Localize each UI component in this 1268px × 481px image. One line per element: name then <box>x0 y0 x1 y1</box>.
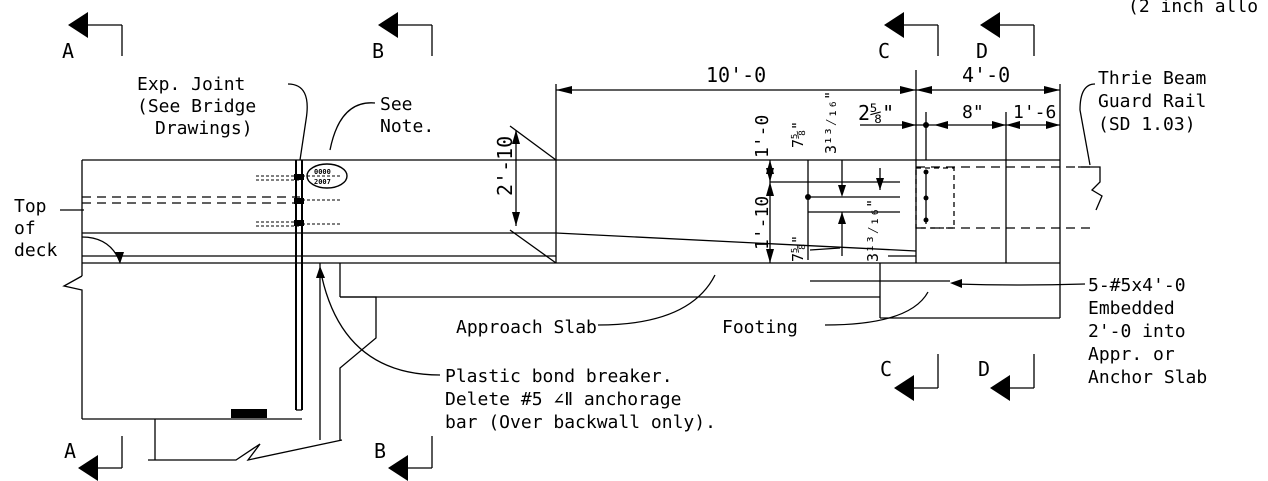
dim-4-0-label: 4'-0 <box>962 63 1010 87</box>
section-d-bottom-label: D <box>978 357 990 381</box>
dim-2-5-8-label: 2⅝" <box>858 101 894 125</box>
svg-text:Thrie Beam: Thrie Beam <box>1098 68 1206 89</box>
dim-10-0-label: 10'-0 <box>706 63 766 87</box>
section-b-bottom-label: B <box>374 439 386 463</box>
section-c-bottom-label: C <box>880 357 892 381</box>
dim-top-line: 10'-0 4'-0 <box>555 63 1061 160</box>
dim-2-10-label: 2'-10 <box>493 136 517 196</box>
svg-text:Drawings): Drawings) <box>155 118 253 139</box>
dim-1-0-label: 1'-0 <box>752 115 773 158</box>
thrie-beam-label: Thrie Beam Guard Rail (SD 1.03) <box>1098 68 1206 135</box>
dim-3-13-16-bottom-label: 3¹³⁄₁₆" <box>864 199 882 262</box>
section-b-top-label: B <box>372 39 384 63</box>
svg-text:See: See <box>380 94 413 115</box>
dim-7-5-8-bottom-label: 7⅝" <box>789 235 807 262</box>
section-mark-a-top: A <box>62 12 123 63</box>
dim-1-6-label: 1'-6 <box>1013 102 1056 123</box>
svg-text:Plastic bond breaker.: Plastic bond breaker. <box>445 366 673 387</box>
dim-vertical-chain: 1'-0 1'-10 7⅝" 7⅝" 3¹³⁄₁₆" 3¹³⁄₁₆" <box>752 91 916 263</box>
svg-text:Guard Rail: Guard Rail <box>1098 91 1206 112</box>
svg-text:(See Bridge: (See Bridge <box>137 96 256 117</box>
rebar-dashed <box>82 174 950 282</box>
svg-text:Anchor Slab: Anchor Slab <box>1088 367 1207 388</box>
embedded-bar-label: 5-#5x4'-0 Embedded 2'-0 into Appr. or An… <box>1088 275 1207 388</box>
svg-text:Note.: Note. <box>380 116 434 137</box>
approach-slab-label: Approach Slab <box>456 317 597 338</box>
svg-text:bar (Over backwall only).: bar (Over backwall only). <box>445 412 716 433</box>
svg-text:Embedded: Embedded <box>1088 298 1175 319</box>
section-c-top-label: C <box>878 39 890 63</box>
svg-text:(SD 1.03): (SD 1.03) <box>1098 114 1196 135</box>
guard-rail-dashed <box>915 166 1103 229</box>
top-of-deck-label: Top of deck <box>14 196 58 261</box>
dim-8-in-label: 8" <box>962 102 984 123</box>
section-d-top-label: D <box>976 39 988 63</box>
svg-text:Appr. or: Appr. or <box>1088 344 1175 365</box>
section-mark-d-bottom: D <box>978 354 1035 401</box>
section-mark-c-bottom: C <box>880 354 939 401</box>
dim-7-5-8-top-label: 7⅝" <box>789 121 807 148</box>
section-mark-c-top: C <box>878 12 939 63</box>
section-mark-b-bottom: B <box>374 436 433 481</box>
svg-text:2'-0 into: 2'-0 into <box>1088 321 1186 342</box>
section-mark-a-bottom: A <box>64 436 123 481</box>
svg-text:Top: Top <box>14 196 47 217</box>
svg-text:Exp. Joint: Exp. Joint <box>137 74 245 95</box>
dim-wedge-2-10: 2'-10 <box>493 125 557 264</box>
see-note-label: See Note. <box>380 94 434 137</box>
bridge-number-stamp: 0000 2007 <box>306 163 348 189</box>
section-mark-d-top: D <box>976 12 1035 63</box>
section-a-top-label: A <box>62 39 74 63</box>
dim-3-13-16-top-label: 3¹³⁄₁₆" <box>822 91 840 154</box>
stamp-line-1: 0000 <box>314 168 331 176</box>
footing-label: Footing <box>722 317 798 338</box>
section-mark-b-top: B <box>372 12 433 63</box>
svg-text:deck: deck <box>14 240 58 261</box>
svg-text:Delete #5 ∠Ⅱ anchorage: Delete #5 ∠Ⅱ anchorage <box>445 389 681 410</box>
corner-note-label: (2 inch allo <box>1128 0 1258 17</box>
svg-text:of: of <box>14 218 36 239</box>
bond-breaker-label: Plastic bond breaker. Delete #5 ∠Ⅱ ancho… <box>445 366 716 433</box>
exp-joint-label: Exp. Joint (See Bridge Drawings) <box>137 74 256 139</box>
leaders <box>60 83 1096 376</box>
stamp-line-2: 2007 <box>314 178 331 186</box>
svg-text:5-#5x4'-0: 5-#5x4'-0 <box>1088 275 1186 296</box>
dim-rail-row: 2⅝" 8" 1'-6 <box>858 101 1060 160</box>
section-a-bottom-label: A <box>64 439 76 463</box>
dim-1-10-label: 1'-10 <box>752 196 773 250</box>
